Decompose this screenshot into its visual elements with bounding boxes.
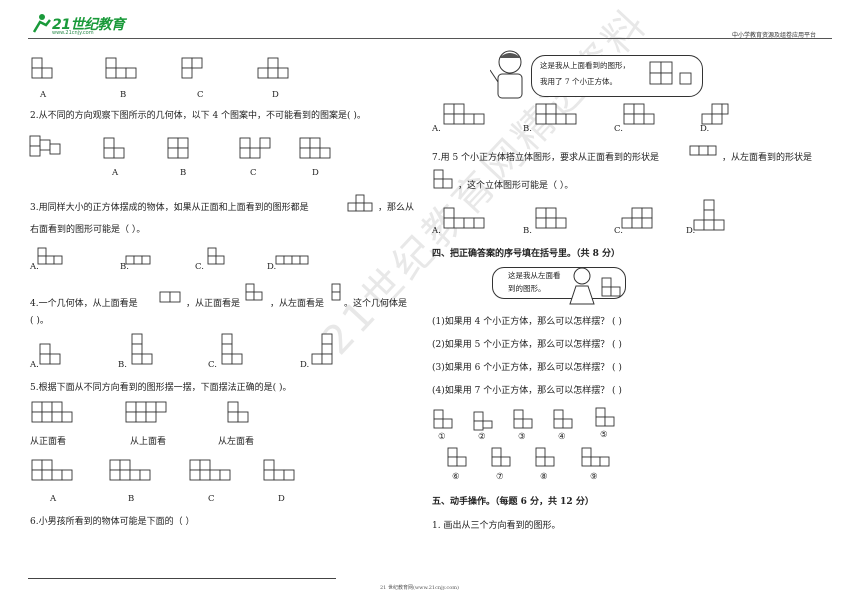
q4-option-a[interactable]: A. [30,360,39,370]
q6-option-b[interactable]: B. [523,124,532,134]
q1-option-c[interactable]: C [197,90,204,100]
q3-option-d[interactable]: D. [267,262,277,272]
logo-icon [30,12,52,37]
section5-title: 五、动手操作。（每题 6 分，共 12 分） [432,497,594,507]
q3-option-c[interactable]: C. [195,262,204,272]
boy-illustration [490,50,523,99]
q5-view-top-label: 从上面看 [130,437,167,447]
shape-label-2: ② [478,432,486,442]
logo-text: 21世纪教育 [52,17,125,33]
q6-option-c[interactable]: C. [614,124,623,134]
q7-text-c: ，这个立体图形可能是（ ）。 [458,181,574,191]
q5-option-d[interactable]: D [278,494,285,504]
q4-option-b[interactable]: B. [118,360,127,370]
q5-views [31,401,249,423]
girl-left-view-figure [601,277,621,297]
q1-option-shapes [31,57,289,79]
shape-label-3: ③ [518,432,526,442]
q4-option-c[interactable]: C. [208,360,217,370]
q3-text-b: ，那么从 [378,203,415,213]
shape-label-5: ⑤ [600,430,608,440]
q4-text-b: ，从正面看是 [186,299,241,309]
q3-option-b[interactable]: B. [120,262,129,272]
footer-text: 21 世纪教育网(www.21cnjy.com) [380,585,459,591]
q5-option-b[interactable]: B [128,494,135,504]
q3-inline-figure [347,194,373,212]
boy-speech-bubble [531,55,703,97]
q7-option-a[interactable]: A. [432,226,441,236]
q5-option-figures [31,459,295,481]
q1-option-b[interactable]: B [120,90,127,100]
q2-option-c[interactable]: C [250,168,257,178]
shape-label-8: ⑧ [540,472,548,482]
boy-bubble-line1: 这是我从上面看到的图形， [540,61,630,70]
shape-label-4: ④ [558,432,566,442]
sec4-item-1: (1)如果用 4 个小正方体，那么可以怎样摆？ ( ) [432,317,622,327]
q4-option-figures [39,333,333,365]
q6-option-a[interactable]: A. [432,124,441,134]
q7-left-view [433,169,453,189]
q4-text-e: ( )。 [30,316,49,326]
q5-view-front-label: 从正面看 [30,437,67,447]
shape-label-1: ① [438,432,446,442]
q7-option-c[interactable]: C. [614,226,623,236]
sec4-item-2: (2)如果用 5 个小正方体，那么可以怎样摆？ ( ) [432,340,622,350]
shape-label-6: ⑥ [452,472,460,482]
q2-figures [29,135,331,159]
section4-title: 四、把正确答案的序号填在括号里。（共 8 分） [432,249,621,259]
footer-divider [28,578,336,579]
q4-top-view [159,291,181,303]
q3-option-a[interactable]: A. [30,262,39,272]
q6-option-d[interactable]: D. [700,124,710,134]
q4-left-view [331,283,341,301]
sec5-q1-text: 1. 画出从三个方向看到的图形。 [432,521,561,531]
q6-text: 6.小男孩所看到的物体可能是下面的（ ） [30,517,195,527]
boy-top-view-figure [649,61,692,85]
header-divider [28,38,832,39]
girl-illustration [569,267,595,305]
sec4-shape-figures [433,407,615,467]
q5-view-left-label: 从左面看 [218,437,255,447]
q5-text: 5.根据下面从不同方向看到的图形摆一摆，下面摆法正确的是( )。 [30,383,292,393]
q2-option-b[interactable]: B [180,168,187,178]
sec4-item-3: (3)如果用 6 个小正方体，那么可以怎样摆？ ( ) [432,363,622,373]
q4-text-c: ，从左面看是 [270,299,325,309]
q2-option-d[interactable]: D [312,168,319,178]
q7-option-figures [443,199,725,231]
q5-option-c[interactable]: C [208,494,215,504]
q3-text-a: 3.用同样大小的正方体摆成的物体，如果从正面和上面看到的图形都是 [30,203,309,213]
shape-label-7: ⑦ [496,472,504,482]
q2-option-a[interactable]: A [112,168,119,178]
q4-text-d: 。这个几何体是 [344,299,408,309]
q5-option-a[interactable]: A [50,494,57,504]
q4-text-a: 4.一个几何体，从上面看是 [30,299,138,309]
q4-option-d[interactable]: D. [300,360,310,370]
q1-option-d[interactable]: D [272,90,279,100]
boy-bubble-line2: 我用了 7 个小正方体。 [540,77,618,86]
logo-url: www.21cnjy.com [52,30,94,36]
q7-front-view [689,145,717,156]
girl-bubble-line1: 这是我从左面看 [508,271,561,280]
q3-option-figures [37,247,309,265]
girl-bubble-line2: 到的图形。 [508,284,546,293]
q6-option-figures [443,103,729,125]
q1-option-a[interactable]: A [40,90,47,100]
q7-text-a: 7.用 5 个小正方体搭立体图形，要求从正面看到的形状是 [432,153,660,163]
q7-text-b: ，从左面看到的形状是 [722,153,813,163]
shape-label-9: ⑨ [590,472,598,482]
sec4-item-4: (4)如果用 7 个小正方体，那么可以怎样摆？ ( ) [432,386,622,396]
q4-front-view [245,283,263,301]
q7-option-b[interactable]: B. [523,226,532,236]
q2-text: 2.从不同的方向观察下图所示的几何体，以下 4 个图案中，不可能看到的图案是( … [30,111,366,121]
q3-text-c: 右面看到的图形可能是（ ）。 [30,225,146,235]
q7-option-d[interactable]: D. [686,226,696,236]
header-platform-text: 中小学教育资源及组卷应用平台 [731,32,816,39]
